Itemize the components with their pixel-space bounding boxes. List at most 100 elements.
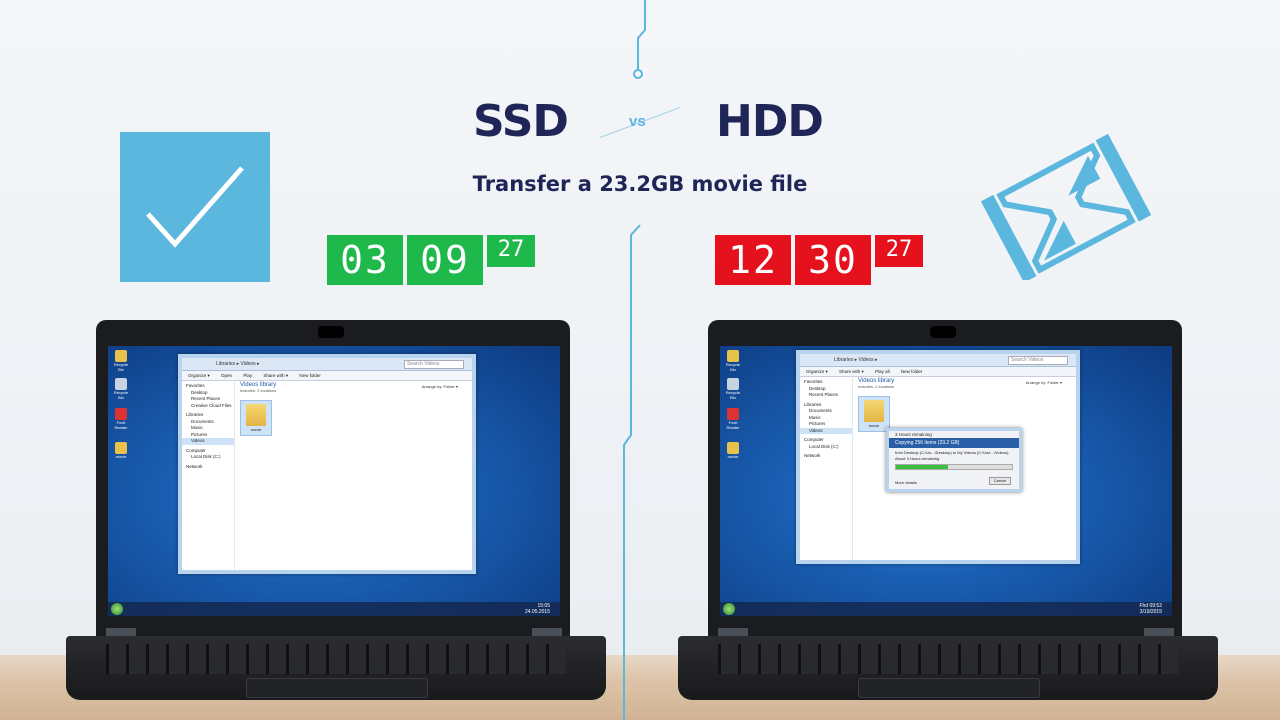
desktop-icon[interactable]: Recycle Bin [113, 350, 129, 372]
organize-button[interactable]: Organize ▾ [188, 373, 210, 378]
nav-libraries[interactable]: Libraries [804, 401, 822, 407]
hdd-timer-minutes: 12 [715, 235, 791, 285]
hdd-timer-seconds: 30 [795, 235, 871, 285]
hdd-explorer-window[interactable]: Libraries ▸ Videos ▸ Search Videos Organ… [796, 350, 1080, 564]
folder-icon [864, 400, 884, 422]
folder-icon [246, 404, 266, 426]
nav-computer[interactable]: Computer [186, 447, 206, 453]
play-button[interactable]: Play [243, 373, 253, 378]
library-includes[interactable]: Includes: 2 locations [858, 384, 895, 389]
navigation-pane: Favorites Desktop Recent Places Creative… [182, 380, 235, 570]
ssd-heading: SSD [473, 96, 569, 147]
nav-videos[interactable]: Videos [800, 427, 852, 434]
library-includes[interactable]: Includes: 2 locations [240, 388, 277, 393]
more-details-toggle[interactable]: More details [895, 480, 917, 485]
nav-creative-cloud[interactable]: Creative Cloud Files [191, 402, 232, 408]
copy-progress-dialog[interactable]: 3 Hours remaining Copying 256 items (23.… [886, 428, 1022, 492]
hdd-laptop: Recycle Bin Recycle Bin Foxit Reader mov… [678, 320, 1218, 700]
divider-circuit-line [600, 0, 680, 720]
hourglass-icon [975, 130, 1165, 285]
arrange-by[interactable]: Arrange by: Folder ▾ [421, 384, 458, 389]
hdd-timer-frames: 27 [875, 235, 923, 267]
nav-pictures[interactable]: Pictures [191, 431, 208, 437]
ssd-explorer-window[interactable]: Libraries ▸ Videos ▸ Search Videos Organ… [178, 354, 476, 574]
nav-libraries[interactable]: Libraries [186, 412, 204, 417]
address-path: Libraries ▸ Videos ▸ [216, 361, 260, 367]
ssd-timer-frames: 27 [487, 235, 535, 267]
ssd-screen: Recycle Bin Recycle Bin Foxit Reader mov… [108, 346, 560, 616]
content-header: Videos library Includes: 2 locations [240, 382, 276, 393]
movie-folder[interactable]: movie [858, 396, 890, 432]
address-path: Libraries ▸ Videos ▸ [834, 357, 878, 363]
toolbar: Organize ▾ Open Play Share with ▾ New fo… [182, 371, 472, 381]
desktop-icon[interactable]: Recycle Bin [725, 350, 741, 372]
library-title: Videos library [240, 382, 277, 388]
checkmark-icon [120, 132, 270, 282]
recycle-bin-icon[interactable]: Recycle Bin [725, 378, 741, 400]
laptop-base [66, 636, 606, 700]
ssd-timer-minutes: 03 [327, 235, 403, 285]
ssd-timer-seconds: 09 [407, 235, 483, 285]
nav-favorites[interactable]: Favorites [804, 379, 823, 384]
recycle-bin-icon[interactable]: Recycle Bin [113, 378, 129, 400]
movie-folder[interactable]: movie [240, 400, 272, 436]
nav-music[interactable]: Music [809, 414, 821, 420]
content-header: Videos library Includes: 2 locations [858, 378, 894, 389]
nav-computer[interactable]: Computer [804, 437, 824, 442]
arrange-by[interactable]: Arrange by: Folder ▾ [1025, 380, 1062, 385]
library-title: Videos library [858, 378, 895, 384]
address-bar[interactable]: Libraries ▸ Videos ▸ Search Videos [800, 354, 1076, 367]
keyboard [106, 644, 566, 674]
nav-favorites[interactable]: Favorites [186, 383, 205, 388]
foxit-reader-icon[interactable]: Foxit Reader [725, 408, 741, 430]
toolbar: Organize ▾ Share with ▾ Play all New fol… [800, 367, 1076, 377]
start-button[interactable] [111, 603, 123, 615]
play-all-button[interactable]: Play all [875, 369, 890, 374]
nav-recent-places[interactable]: Recent Places [191, 396, 221, 401]
cancel-button[interactable]: Cancel [989, 477, 1011, 485]
touchpad [246, 678, 428, 698]
nav-documents[interactable]: Documents [809, 408, 832, 413]
search-input[interactable]: Search Videos [404, 360, 464, 369]
new-folder-button[interactable]: New folder [299, 373, 321, 378]
hdd-screen: Recycle Bin Recycle Bin Foxit Reader mov… [720, 346, 1172, 616]
nav-music[interactable]: Music [191, 425, 203, 430]
laptop-lid: Recycle Bin Recycle Bin Foxit Reader mov… [96, 320, 570, 640]
dialog-remaining: About 3 Hours remaining [895, 456, 940, 461]
nav-recent-places[interactable]: Recent Places [809, 392, 839, 397]
search-input[interactable]: Search Videos [1008, 356, 1068, 365]
start-button[interactable] [723, 603, 735, 615]
dialog-title: 3 Hours remaining [895, 432, 932, 437]
movie-icon[interactable]: movie [725, 442, 741, 459]
touchpad [858, 678, 1040, 698]
movie-icon[interactable]: movie [113, 442, 129, 459]
webcam [930, 326, 956, 338]
share-with-button[interactable]: Share with ▾ [263, 373, 289, 378]
subtitle: Transfer a 23.2GB movie file [472, 172, 808, 196]
progress-fill [896, 465, 949, 469]
nav-local-disk[interactable]: Local Disk (C:) [191, 454, 221, 459]
nav-documents[interactable]: Documents [191, 418, 214, 424]
address-bar[interactable]: Libraries ▸ Videos ▸ Search Videos [182, 358, 472, 371]
share-with-button[interactable]: Share with ▾ [839, 369, 864, 374]
nav-local-disk[interactable]: Local Disk (C:) [809, 443, 839, 449]
nav-desktop[interactable]: Desktop [809, 385, 826, 391]
open-button[interactable]: Open [221, 373, 233, 378]
nav-videos[interactable]: Videos [182, 438, 234, 445]
ssd-laptop: Recycle Bin Recycle Bin Foxit Reader mov… [66, 320, 606, 700]
laptop-lid: Recycle Bin Recycle Bin Foxit Reader mov… [708, 320, 1182, 640]
dialog-heading: Copying 256 items (23.2 GB) [889, 438, 1019, 448]
copy-progress-bar [895, 464, 1013, 470]
nav-desktop[interactable]: Desktop [191, 389, 208, 395]
foxit-reader-icon[interactable]: Foxit Reader [113, 408, 129, 430]
organize-button[interactable]: Organize ▾ [806, 369, 828, 374]
nav-pictures[interactable]: Pictures [809, 421, 826, 426]
nav-network[interactable]: Network [804, 453, 821, 458]
nav-network[interactable]: Network [186, 463, 203, 469]
new-folder-button[interactable]: New folder [900, 369, 923, 374]
webcam [318, 326, 344, 338]
keyboard [718, 644, 1178, 674]
